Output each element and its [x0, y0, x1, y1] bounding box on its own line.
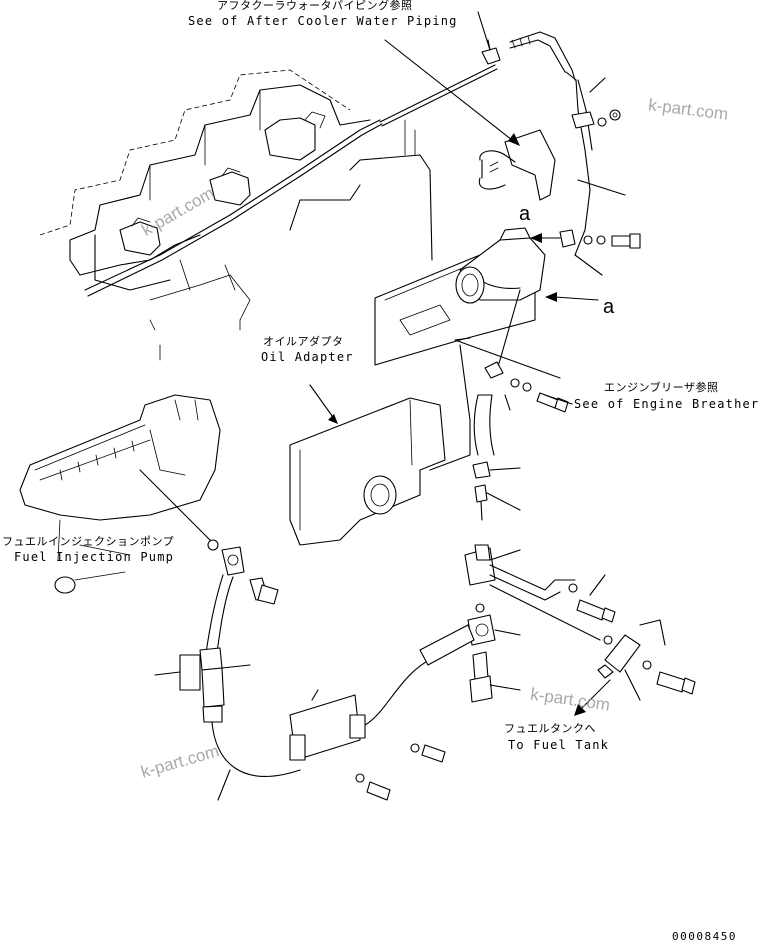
upper-fuel-line: [379, 39, 501, 127]
ref-a-lower: a: [603, 296, 615, 318]
fuel-pipe-left: [154, 539, 301, 801]
oil-adapter: [289, 344, 471, 546]
drawing-number: 00008450: [672, 930, 737, 943]
engine-block: [39, 69, 433, 361]
engine-breather-label-jp: エンジンブリーザ参照: [604, 381, 719, 394]
bracket-ubolt: [478, 129, 556, 201]
fuel-pump-label-en: Fuel Injection Pump: [14, 550, 175, 564]
fuel-line-fittings-right: [419, 461, 696, 716]
fuel-injection-pump: [19, 394, 221, 594]
engine-breather: [374, 227, 546, 366]
after-cooler-label-jp: アフタクーラウォータパイピング参照: [217, 0, 413, 12]
leader-lines: [477, 11, 573, 405]
fuel-tank-label-en: To Fuel Tank: [508, 738, 610, 752]
double-clamp: [289, 654, 446, 801]
fuel-pump-label-jp: フュエルインジェクションポンプ: [2, 535, 175, 548]
oil-adapter-label-jp: オイルアダプタ: [263, 335, 344, 348]
engine-breather-label-en: See of Engine Breather: [574, 397, 760, 411]
clip-and-bolt-a: [559, 229, 641, 276]
oil-adapter-label-en: Oil Adapter: [261, 350, 354, 364]
after-cooler-pipe: [509, 31, 626, 256]
after-cooler-label-en: See of After Cooler Water Piping: [188, 14, 458, 28]
fuel-tank-label-jp: フュエルタンクへ: [504, 722, 596, 735]
ref-a-upper: a: [519, 203, 531, 225]
ref-arrows: [384, 39, 599, 379]
